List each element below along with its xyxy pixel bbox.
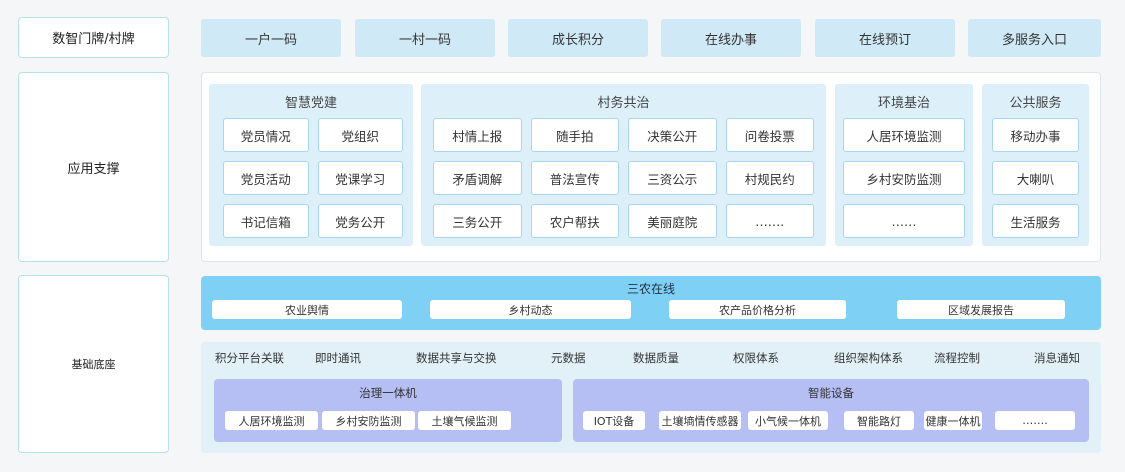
sub-item[interactable]: 小气候一体机 (748, 411, 828, 430)
group-party-building: 智慧党建 党员情况 党组织 党员活动 党课学习 书记信箱 党务公开 (209, 84, 413, 246)
top-button-online-services[interactable]: 在线办事 (661, 19, 801, 57)
sub-item[interactable]: 健康一体机 (924, 411, 982, 430)
list-item[interactable]: 书记信箱 (223, 204, 309, 238)
capability: 权限体系 (733, 351, 779, 365)
list-item[interactable]: 矛盾调解 (433, 161, 522, 195)
top-button-village-code[interactable]: 一村一码 (355, 19, 495, 57)
list-item[interactable]: 村规民约 (725, 161, 814, 195)
list-item[interactable]: 党员活动 (223, 161, 309, 195)
capability: 元数据 (551, 351, 586, 365)
label-base: 基础底座 (18, 275, 169, 453)
group-public-services: 公共服务 移动办事 大喇叭 生活服务 (982, 84, 1089, 246)
capability: 数据质量 (633, 351, 679, 365)
sub-item[interactable]: 人居环境监测 (225, 411, 318, 430)
capability: 消息通知 (1034, 351, 1080, 365)
capability: 数据共享与交换 (416, 351, 497, 365)
list-item[interactable]: 普法宣传 (530, 161, 619, 195)
group-title: 村务共治 (597, 96, 650, 111)
list-item[interactable]: …… (843, 204, 965, 238)
label-doorplate: 数智门牌/村牌 (18, 17, 169, 58)
list-item[interactable]: 党务公开 (317, 204, 403, 238)
band-item[interactable]: 区域发展报告 (897, 300, 1065, 319)
governance-machine-panel: 治理一体机 人居环境监测 乡村安防监测 土壤气候监测 (214, 379, 562, 442)
smart-devices-panel: 智能设备 IOT设备 土壤墒情传感器 小气候一体机 智能路灯 健康一体机 ……. (573, 379, 1089, 442)
sub-item[interactable]: 土壤气候监测 (418, 411, 511, 430)
list-item[interactable]: 人居环境监测 (843, 118, 965, 152)
list-item[interactable]: 大喇叭 (992, 161, 1079, 195)
list-item[interactable]: 党员情况 (223, 118, 309, 152)
list-item[interactable]: 党课学习 (317, 161, 403, 195)
list-item[interactable]: 移动办事 (992, 118, 1079, 152)
capability: 积分平台关联 (215, 351, 284, 365)
label-app-support: 应用支撑 (18, 72, 169, 262)
base-panel: 积分平台关联 即时通讯 数据共享与交换 元数据 数据质量 权限体系 组织架构体系… (201, 342, 1101, 453)
group-title: 环境基治 (877, 96, 930, 111)
band-title: 三农在线 (626, 282, 675, 296)
sub-item[interactable]: 土壤墒情传感器 (659, 411, 741, 430)
capability: 即时通讯 (315, 351, 361, 365)
band-item[interactable]: 农产品价格分析 (669, 300, 846, 319)
group-title: 智慧党建 (284, 96, 337, 111)
list-item[interactable]: 农户帮扶 (530, 204, 619, 238)
group-village-affairs: 村务共治 村情上报 随手拍 决策公开 问卷投票 矛盾调解 普法宣传 三资公示 村… (421, 84, 826, 246)
capability: 组织架构体系 (834, 351, 903, 365)
top-button-growth-points[interactable]: 成长积分 (508, 19, 648, 57)
top-button-multi-service[interactable]: 多服务入口 (968, 19, 1101, 57)
list-item[interactable]: 党组织 (317, 118, 403, 152)
top-button-online-booking[interactable]: 在线预订 (815, 19, 955, 57)
list-item[interactable]: 三资公示 (628, 161, 717, 195)
list-item[interactable]: 决策公开 (628, 118, 717, 152)
list-item[interactable]: 乡村安防监测 (843, 161, 965, 195)
list-item[interactable]: 三务公开 (433, 204, 522, 238)
band-item[interactable]: 农业舆情 (212, 300, 402, 319)
list-item[interactable]: 问卷投票 (725, 118, 814, 152)
group-title: 公共服务 (1009, 96, 1062, 111)
list-item[interactable]: 生活服务 (992, 204, 1079, 238)
sub-title: 治理一体机 (359, 386, 417, 400)
band-item[interactable]: 乡村动态 (430, 300, 631, 319)
list-item[interactable]: 美丽庭院 (628, 204, 717, 238)
sub-item[interactable]: IOT设备 (583, 411, 645, 430)
list-item[interactable]: ……. (725, 204, 814, 238)
sub-item[interactable]: ……. (995, 411, 1075, 430)
list-item[interactable]: 村情上报 (433, 118, 522, 152)
sub-title: 智能设备 (808, 386, 854, 400)
top-button-household-code[interactable]: 一户一码 (201, 19, 341, 57)
sub-item[interactable]: 乡村安防监测 (322, 411, 415, 430)
sub-item[interactable]: 智能路灯 (844, 411, 914, 430)
list-item[interactable]: 随手拍 (530, 118, 619, 152)
sannong-online-band: 三农在线 农业舆情 乡村动态 农产品价格分析 区域发展报告 (201, 276, 1101, 330)
capability: 流程控制 (934, 351, 980, 365)
group-environment: 环境基治 人居环境监测 乡村安防监测 …… (835, 84, 973, 246)
